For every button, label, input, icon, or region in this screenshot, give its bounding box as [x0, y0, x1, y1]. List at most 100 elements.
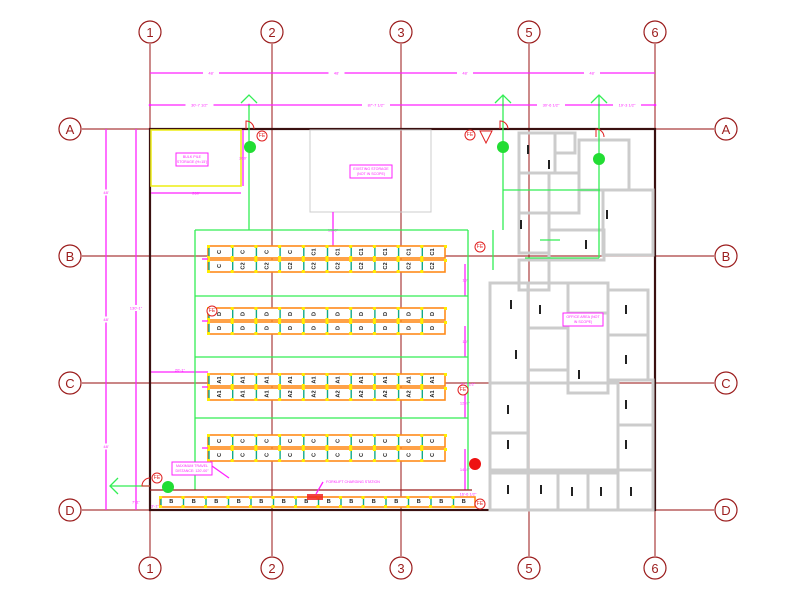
building-outline: 260'200' [148, 127, 657, 512]
rack-post [301, 332, 305, 335]
rack-post [372, 387, 376, 390]
rack-post [396, 448, 400, 451]
note-box [171, 461, 213, 476]
rack-bay-label: D [430, 312, 436, 316]
rack-post [325, 256, 329, 259]
rack-post [278, 256, 282, 259]
bubble-label: 3 [397, 25, 404, 40]
room-label-mark [527, 145, 529, 154]
rack-post [271, 496, 275, 499]
room-label-mark [520, 220, 522, 229]
rack-post [325, 398, 329, 401]
rack-post [444, 259, 447, 262]
bubble-circle [714, 117, 738, 141]
rack-post [226, 496, 230, 499]
rack-post [372, 398, 376, 401]
office-room [577, 138, 631, 192]
rack-bay-label: C2 [359, 262, 365, 269]
rack-post [181, 505, 185, 508]
rack-post [429, 496, 432, 499]
rack-post [254, 332, 258, 335]
rack-post [420, 256, 424, 259]
note-existing-storage: EXISTING STORAGE(NOT IN SCOPE) [349, 164, 393, 179]
rack-post [301, 448, 305, 451]
fe-circle [206, 305, 218, 317]
rack-post [325, 259, 329, 262]
grid-bubble-3-bottom: 3 [389, 556, 413, 580]
office-room [517, 171, 551, 215]
fire-extinguisher-icon: FE [206, 305, 218, 317]
rack-post [325, 270, 329, 273]
bubble-circle [714, 498, 738, 522]
rack-bay-label: C2 [430, 262, 436, 269]
rack-bay-label: A1 [264, 376, 270, 383]
office-room [526, 326, 570, 372]
rack-bay-label: C1 [430, 248, 436, 255]
grid-bubble-A-left: A [58, 117, 82, 141]
bubble-circle [517, 556, 541, 580]
dim-label-misc: 16'-6 1/2" [460, 492, 477, 497]
rack-post [301, 270, 305, 273]
rack-post [325, 434, 329, 437]
dim-label-top-overall: 48' [589, 71, 594, 76]
rack-post [420, 434, 424, 437]
fe-circle [464, 129, 476, 141]
grid-bubble-C-right: C [714, 371, 738, 395]
bubble-circle [138, 20, 162, 44]
rack-bay-label: B [394, 499, 398, 505]
rack-bay-label: A1 [217, 376, 223, 383]
rack-bay-label: C [312, 453, 318, 457]
rack-post [349, 384, 353, 387]
room-label-mark [510, 300, 512, 309]
egress-paths [109, 94, 608, 495]
rack-post [301, 256, 305, 259]
rack-bay-label: D [288, 312, 294, 316]
fe-circle [474, 498, 486, 510]
rack-post [230, 459, 234, 462]
dim-label-top-overall: 48' [334, 71, 339, 76]
rack-bay-label: B [169, 499, 173, 505]
rack-post [372, 318, 376, 321]
fe-circle [474, 241, 486, 253]
rack-post [396, 384, 400, 387]
rack-bay-label: A2 [359, 390, 365, 397]
exit-arrow-icon [494, 94, 512, 104]
room-label-mark [585, 240, 587, 249]
rack-bay-label: C2 [288, 262, 294, 269]
fe-label: FE [154, 475, 161, 481]
office-room [517, 258, 551, 292]
rack-post [361, 496, 365, 499]
rack-post [349, 259, 353, 262]
rack-post [254, 448, 258, 451]
rack-bay-label: C [217, 453, 223, 457]
door-swing-icon [141, 477, 151, 487]
rack-post [325, 245, 329, 248]
dim-label-bg [203, 70, 219, 76]
rack-bay-label: C2 [335, 262, 341, 269]
rack-post [207, 384, 210, 387]
rack-post [249, 505, 252, 508]
rack-post [372, 256, 376, 259]
note-forklift: FORKLIFT CHARGING STATION [315, 480, 380, 495]
fire-extinguisher-icon: FE [474, 498, 486, 510]
rack-bay-label: A1 [406, 376, 412, 383]
rack-bay-label: B [192, 499, 196, 505]
fe-label: FE [477, 244, 484, 250]
rack-post [325, 307, 329, 310]
room-label-mark [515, 350, 517, 359]
rack-post [254, 318, 258, 321]
rack-post [301, 318, 305, 321]
rack-post [372, 459, 376, 462]
office-room [526, 468, 560, 512]
rack-post [278, 245, 282, 248]
grid-bubble-B-right: B [714, 244, 738, 268]
rack-bay-label: C [383, 453, 389, 457]
rack-post [207, 321, 210, 324]
rack-post [278, 270, 282, 273]
rack-bay-label: D [264, 326, 270, 330]
rack-post [278, 387, 282, 390]
rack-bay-label: B [237, 499, 241, 505]
grid-bubble-5-bottom: 5 [517, 556, 541, 580]
note-box [349, 164, 393, 179]
forklift-charging-station [307, 494, 323, 500]
